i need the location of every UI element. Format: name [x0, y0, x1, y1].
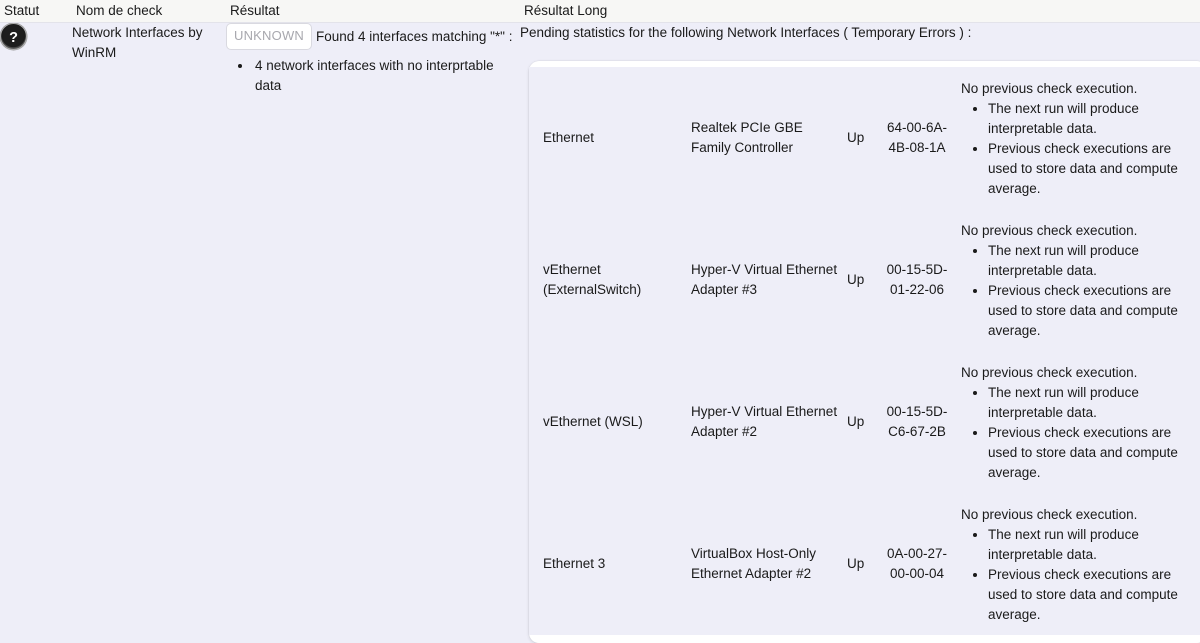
check-name-cell: Network Interfaces by WinRM [72, 23, 226, 643]
list-item: The next run will produce interpretable … [988, 525, 1200, 565]
table-row: vEthernet (WSL) Hyper-V Virtual Ethernet… [529, 351, 1200, 493]
result-summary: Found 4 interfaces matching "*" : [316, 29, 512, 44]
detail-bullet-list: The next run will produce interpretable … [961, 525, 1200, 625]
question-mark-unknown-icon: ? [0, 23, 27, 50]
column-header-resultat-long: Résultat Long [520, 0, 1200, 23]
interface-detail: No previous check execution. The next ru… [957, 493, 1200, 635]
interface-model: Realtek PCIe GBE Family Controller [687, 67, 843, 209]
interface-state: Up [843, 493, 877, 635]
interface-mac: 00-15-5D-C6-67-2B [877, 351, 957, 493]
list-item: Previous check executions are used to st… [988, 423, 1200, 483]
list-item: The next run will produce interpretable … [988, 99, 1200, 139]
detail-bullet-list: The next run will produce interpretable … [961, 241, 1200, 341]
detail-bullet-list: The next run will produce interpretable … [961, 383, 1200, 483]
interface-mac: 0A-00-27-00-00-04 [877, 493, 957, 635]
interface-name: Ethernet 3 [529, 493, 687, 635]
network-interfaces-card: Ethernet Realtek PCIe GBE Family Control… [529, 61, 1200, 643]
interface-model: Hyper-V Virtual Ethernet Adapter #3 [687, 209, 843, 351]
interface-detail: No previous check execution. The next ru… [957, 67, 1200, 209]
interface-model: VirtualBox Host-Only Ethernet Adapter #2 [687, 493, 843, 635]
interface-name: vEthernet (WSL) [529, 351, 687, 493]
detail-bullet-list: The next run will produce interpretable … [961, 99, 1200, 199]
interface-name: vEthernet (ExternalSwitch) [529, 209, 687, 351]
list-item: Previous check executions are used to st… [988, 281, 1200, 341]
list-item: The next run will produce interpretable … [988, 241, 1200, 281]
detail-heading: No previous check execution. [961, 363, 1200, 383]
column-header-nom-de-check: Nom de check [72, 0, 226, 23]
result-cell: UNKNOWN Found 4 interfaces matching "*" :… [226, 23, 520, 643]
list-item: The next run will produce interpretable … [988, 383, 1200, 423]
interface-model: Hyper-V Virtual Ethernet Adapter #2 [687, 351, 843, 493]
interface-name: Ethernet [529, 67, 687, 209]
table-header-row: Statut Nom de check Résultat Résultat Lo… [0, 0, 1200, 23]
detail-heading: No previous check execution. [961, 505, 1200, 525]
status-badge: UNKNOWN [226, 23, 312, 50]
interface-mac: 00-15-5D-01-22-06 [877, 209, 957, 351]
interface-state: Up [843, 209, 877, 351]
interface-mac: 64-00-6A-4B-08-1A [877, 67, 957, 209]
column-header-resultat: Résultat [226, 0, 520, 23]
table-row: Ethernet Realtek PCIe GBE Family Control… [529, 67, 1200, 209]
network-interfaces-table: Ethernet Realtek PCIe GBE Family Control… [529, 67, 1200, 635]
list-item: Previous check executions are used to st… [988, 565, 1200, 625]
table-row: vEthernet (ExternalSwitch) Hyper-V Virtu… [529, 209, 1200, 351]
detail-heading: No previous check execution. [961, 79, 1200, 99]
svg-text:?: ? [9, 30, 18, 46]
interface-state: Up [843, 67, 877, 209]
table-row: ? Network Interfaces by WinRM UNKNOWN Fou… [0, 23, 1200, 643]
result-bullet-list: 4 network interfaces with no interprtabl… [226, 56, 520, 96]
interface-detail: No previous check execution. The next ru… [957, 209, 1200, 351]
status-cell: ? [0, 23, 72, 643]
column-header-statut: Statut [0, 0, 72, 23]
list-item: Previous check executions are used to st… [988, 139, 1200, 199]
table-body: ? Network Interfaces by WinRM UNKNOWN Fou… [0, 23, 1200, 643]
check-name-label: Network Interfaces by WinRM [72, 25, 203, 60]
interface-state: Up [843, 351, 877, 493]
table-row: Ethernet 3 VirtualBox Host-Only Ethernet… [529, 493, 1200, 635]
long-result-intro: Pending statistics for the following Net… [520, 23, 1200, 43]
list-item: 4 network interfaces with no interprtabl… [253, 56, 520, 96]
interface-detail: No previous check execution. The next ru… [957, 351, 1200, 493]
long-result-cell: Pending statistics for the following Net… [520, 23, 1200, 643]
detail-heading: No previous check execution. [961, 221, 1200, 241]
